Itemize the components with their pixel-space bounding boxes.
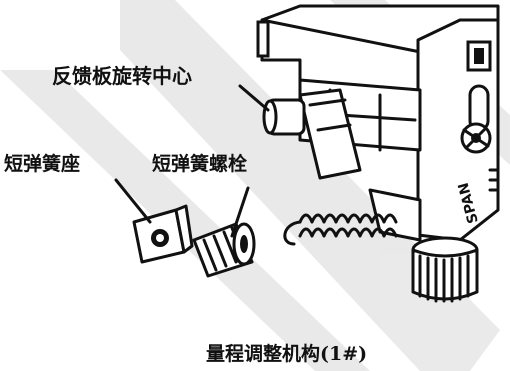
short-spring-bolt-label: 短弹簧螺栓: [152, 152, 247, 175]
short-spring-seat-part: [132, 204, 194, 264]
feedback-pivot-label: 反馈板旋转中心: [52, 64, 192, 88]
figure-caption: 量程调整机构(1#): [206, 342, 367, 365]
short-spring-seat-label: 短弹簧座: [4, 152, 80, 175]
span-adjuster-body: [256, 4, 500, 303]
short-spring-bolt-part: [192, 222, 256, 278]
leader-lines: [114, 84, 270, 238]
